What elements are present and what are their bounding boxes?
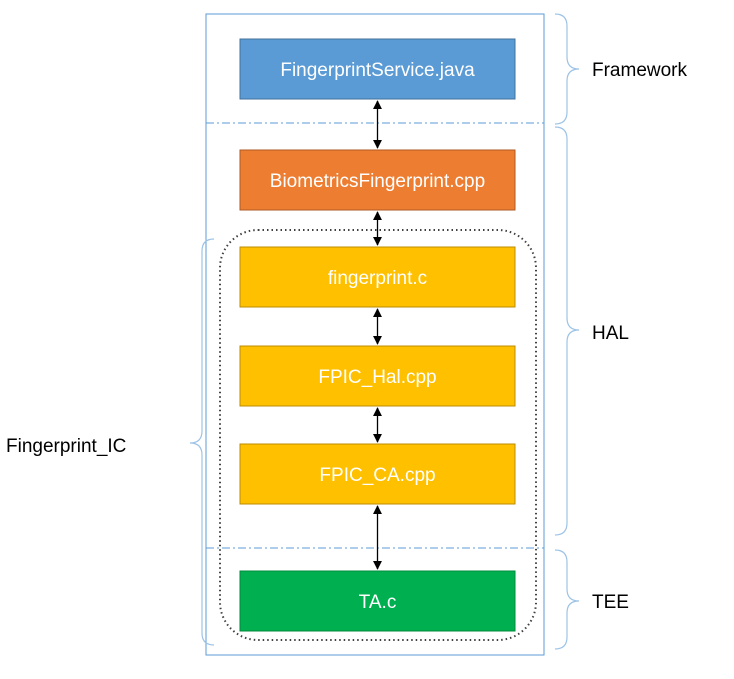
- layer-label-framework: Framework: [592, 60, 688, 81]
- framework-brace: [554, 13, 580, 125]
- layer-label-tee: TEE: [592, 592, 629, 613]
- group-label-fingerprint-ic: Fingerprint_IC: [6, 436, 126, 457]
- layer-label-hal: HAL: [592, 323, 629, 344]
- node-biometrics-fingerprint-label: BiometricsFingerprint.cpp: [270, 171, 485, 192]
- node-fingerprint-service-label: FingerprintService.java: [280, 60, 475, 81]
- node-fpic-hal-label: FPIC_Hal.cpp: [318, 367, 436, 388]
- node-fpic-hal: FPIC_Hal.cpp: [239, 345, 516, 407]
- hal-brace: [554, 126, 580, 536]
- node-ta-c-label: TA.c: [359, 592, 397, 613]
- node-fingerprint-service: FingerprintService.java: [239, 38, 516, 100]
- layer-container: [205, 13, 545, 656]
- node-fpic-ca: FPIC_CA.cpp: [239, 443, 516, 505]
- node-fingerprint-c-label: fingerprint.c: [328, 268, 427, 289]
- node-ta-c: TA.c: [239, 570, 516, 632]
- node-fingerprint-c: fingerprint.c: [239, 246, 516, 308]
- tee-brace: [554, 549, 580, 650]
- node-fpic-ca-label: FPIC_CA.cpp: [319, 465, 435, 486]
- node-biometrics-fingerprint: BiometricsFingerprint.cpp: [239, 149, 516, 211]
- fingerprint-ic-brace: [189, 238, 215, 646]
